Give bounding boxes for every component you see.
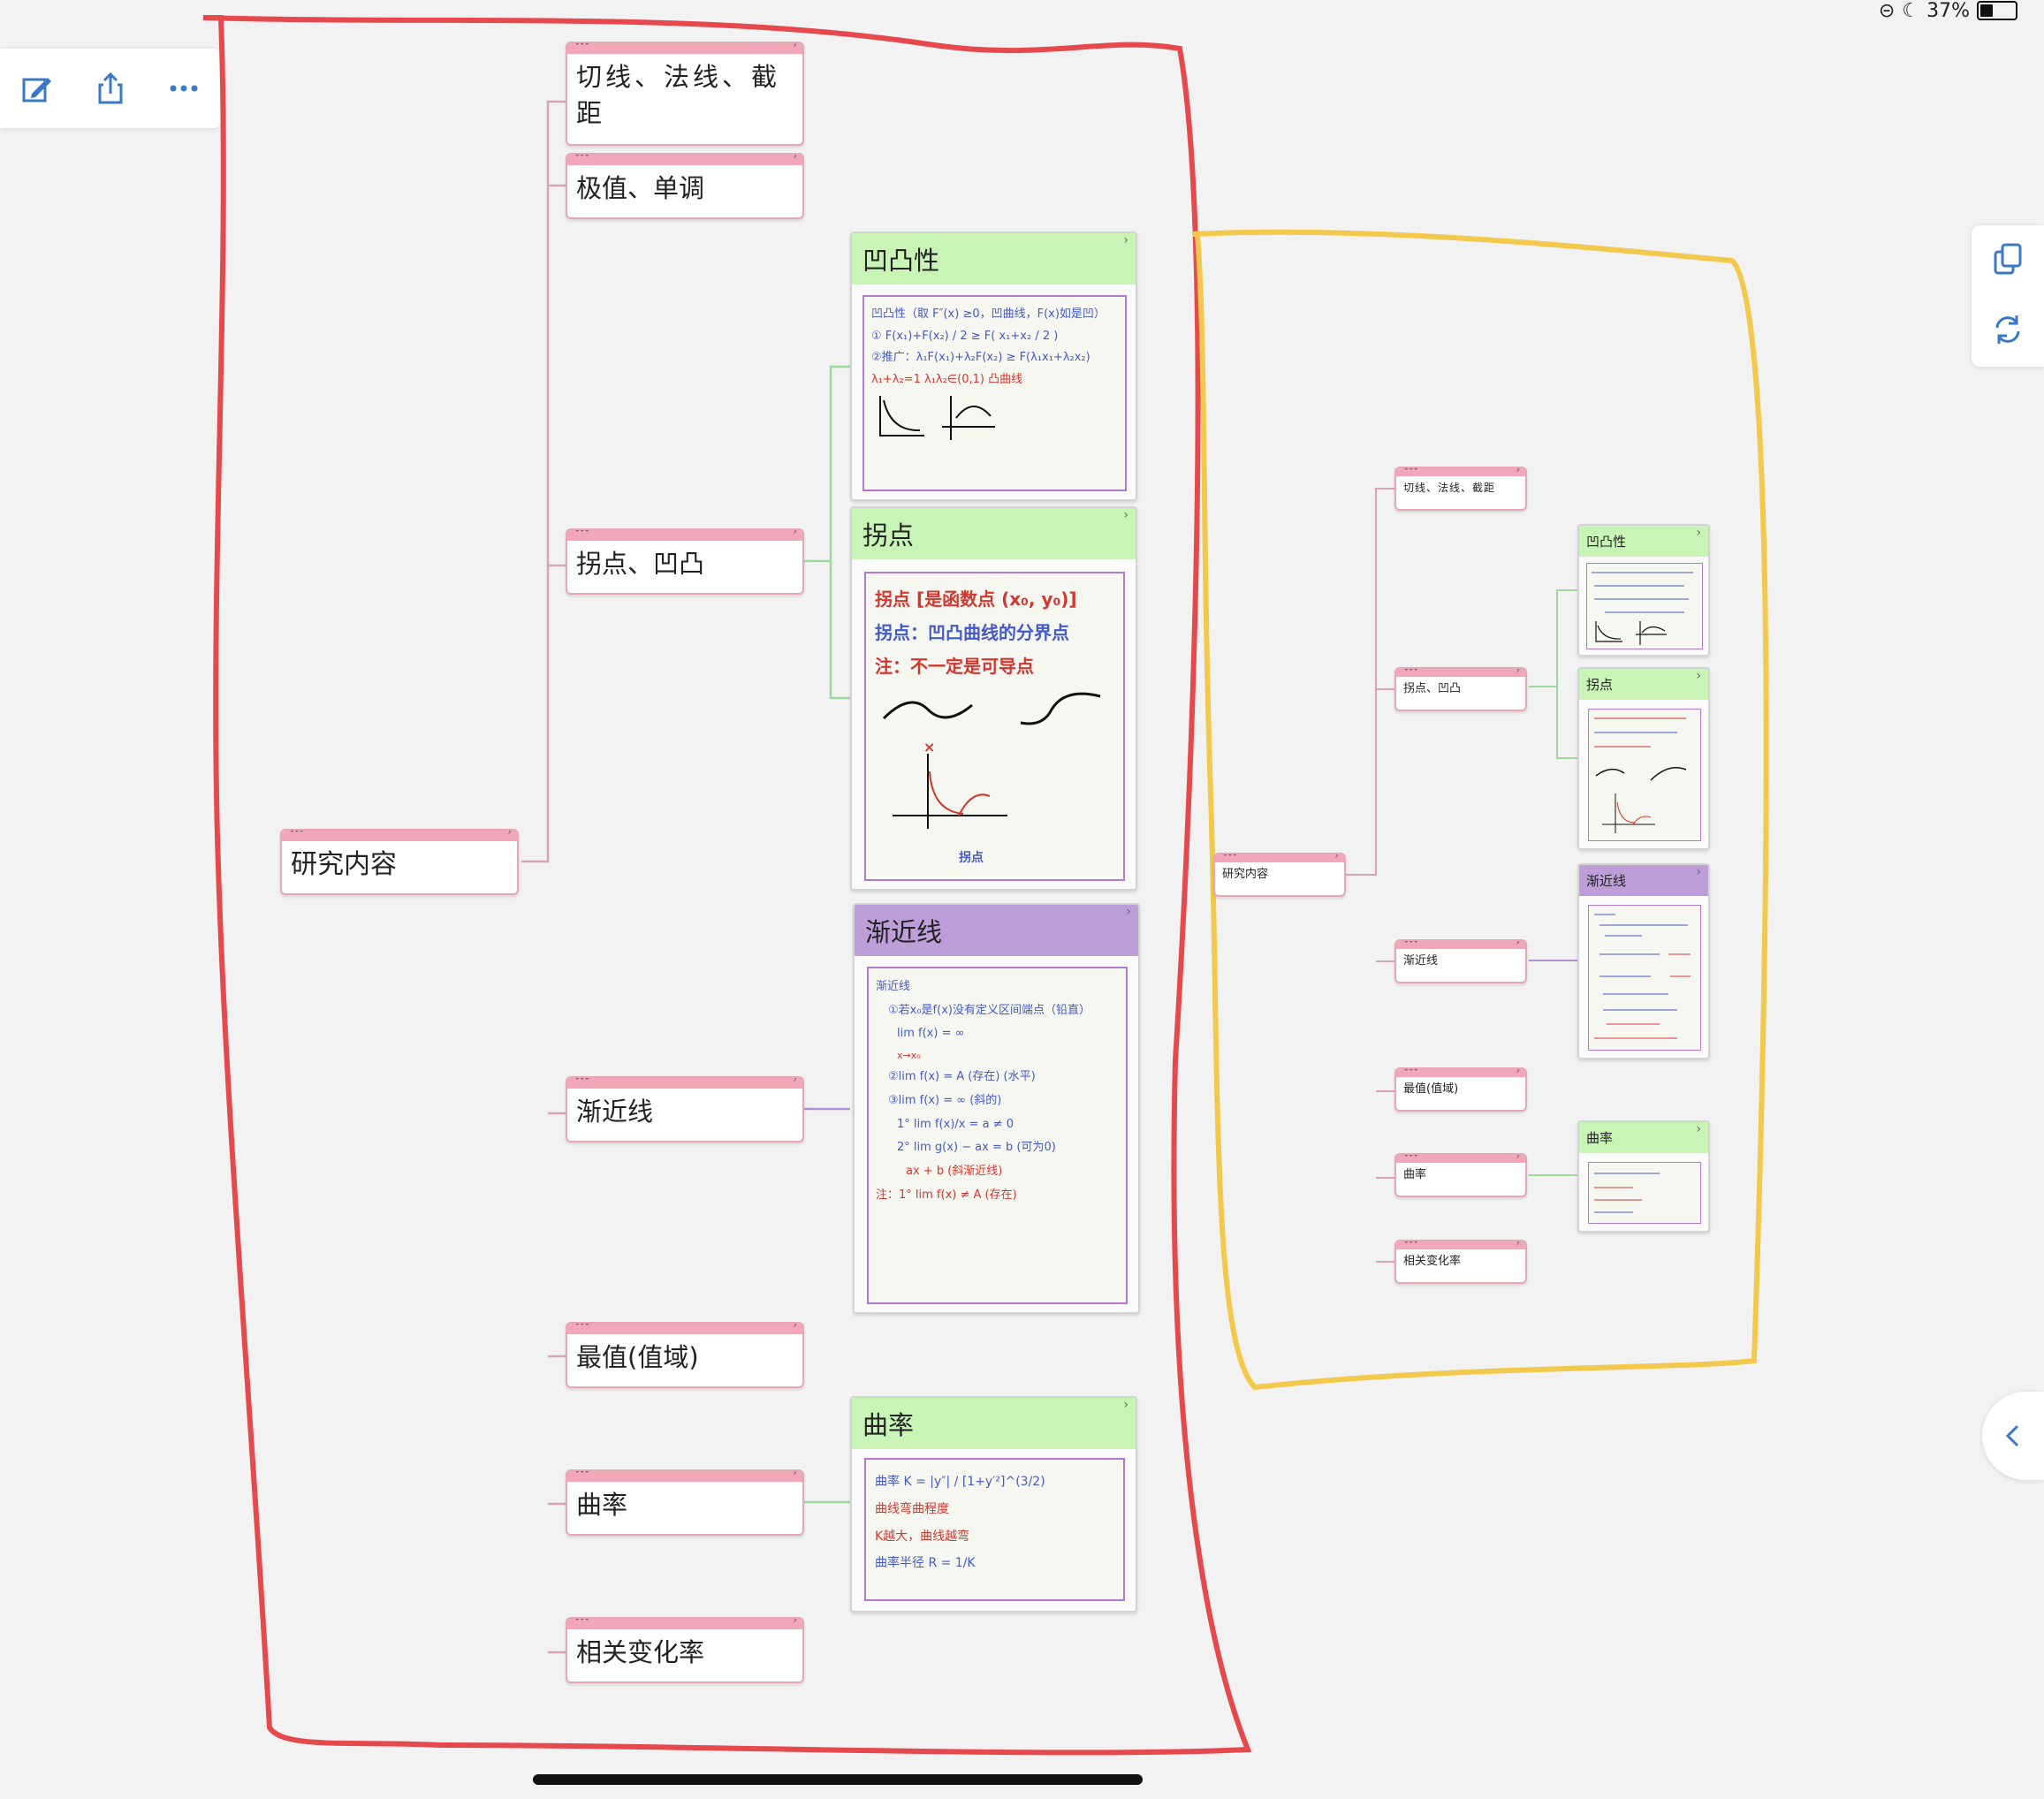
handwritten-note-image: 渐近线 ①若x₀是f(x)没有定义区间端点（铅直） lim f(x) = ∞ x… [867,967,1128,1304]
copy-icon[interactable] [1990,241,2025,280]
edit-icon[interactable] [16,67,58,110]
chevron-left-icon [2005,1424,2019,1447]
mini-card-asymptote[interactable]: 渐近线 [1577,863,1710,1059]
share-icon[interactable] [89,67,132,110]
toolbar [0,49,221,128]
card-title: 拐点 [852,508,1136,559]
handwritten-note-image: 凹凸性（取 F″(x) ≥0，凹曲线，F(x)如是凹） ① F(x₁)+F(x₂… [862,295,1127,491]
moon-icon: ☾ [1902,0,1920,22]
handwritten-note-image: 拐点 [是函数点 (x₀, y₀)] 拐点：凹凸曲线的分界点 注：不一定是可导点… [864,572,1125,881]
branch-node-tangent[interactable]: 切线、法线、截距 [566,42,804,146]
branch-node-max-min[interactable]: 最值(值域) [566,1322,804,1388]
mini-branch-curvature[interactable]: 曲率 [1394,1153,1527,1197]
home-indicator [533,1774,1143,1785]
mini-note-image [1588,1162,1701,1224]
refresh-icon[interactable] [1990,312,2025,351]
branch-node-related-rates[interactable]: 相关变化率 [566,1617,804,1683]
battery-icon [1977,1,2017,20]
more-icon[interactable] [163,67,205,110]
card-inflection-point[interactable]: 拐点 拐点 [是函数点 (x₀, y₀)] 拐点：凹凸曲线的分界点 注：不一定是… [850,506,1137,891]
card-concavity[interactable]: 凹凸性 凹凸性（取 F″(x) ≥0，凹曲线，F(x)如是凹） ① F(x₁)+… [850,232,1137,501]
mini-root-node[interactable]: 研究内容 [1213,853,1346,897]
mini-note-image [1586,563,1703,649]
red-outline [202,15,1252,1756]
mini-card-curvature[interactable]: 曲率 [1577,1120,1710,1233]
concavity-sketch [879,395,995,440]
link-icon: ⊝ [1878,0,1896,22]
mini-card-inflection[interactable]: 拐点 [1577,667,1710,850]
mini-branch-related-rates[interactable]: 相关变化率 [1394,1240,1527,1284]
battery-percent: 37% [1926,0,1970,22]
status-bar: ⊝ ☾ 37% [1878,0,2017,22]
mini-card-concavity[interactable]: 凹凸性 [1577,524,1710,657]
svg-text:×: × [923,739,935,755]
yellow-outline [1192,229,1769,1391]
card-title: 曲率 [852,1398,1136,1449]
mini-branch-max-min[interactable]: 最值(值域) [1394,1067,1527,1112]
card-title: 凹凸性 [852,233,1136,285]
right-panel [1972,225,2044,367]
branch-node-inflection[interactable]: 拐点、凹凸 [566,528,804,595]
branch-node-extremum[interactable]: 极值、单调 [566,153,804,219]
branch-node-curvature[interactable]: 曲率 [566,1469,804,1536]
card-curvature[interactable]: 曲率 曲率 K = |y″| / [1+y′²]^(3/2) 曲线弯曲程度 K越… [850,1396,1137,1613]
card-asymptote[interactable]: 渐近线 渐近线 ①若x₀是f(x)没有定义区间端点（铅直） lim f(x) =… [853,903,1140,1314]
branch-node-asymptote[interactable]: 渐近线 [566,1076,804,1142]
mini-note-image [1588,709,1701,841]
handwritten-note-image: 曲率 K = |y″| / [1+y′²]^(3/2) 曲线弯曲程度 K越大，曲… [864,1458,1125,1601]
card-title: 渐近线 [855,905,1138,956]
mini-note-image [1588,905,1701,1051]
mini-branch-tangent[interactable]: 切线、法线、截距 [1394,467,1527,511]
inflection-sketch: × [882,692,1101,829]
root-node[interactable]: 研究内容 [280,829,519,895]
mini-branch-asymptote[interactable]: 渐近线 [1394,939,1527,983]
mini-branch-inflection[interactable]: 拐点、凹凸 [1394,667,1527,711]
